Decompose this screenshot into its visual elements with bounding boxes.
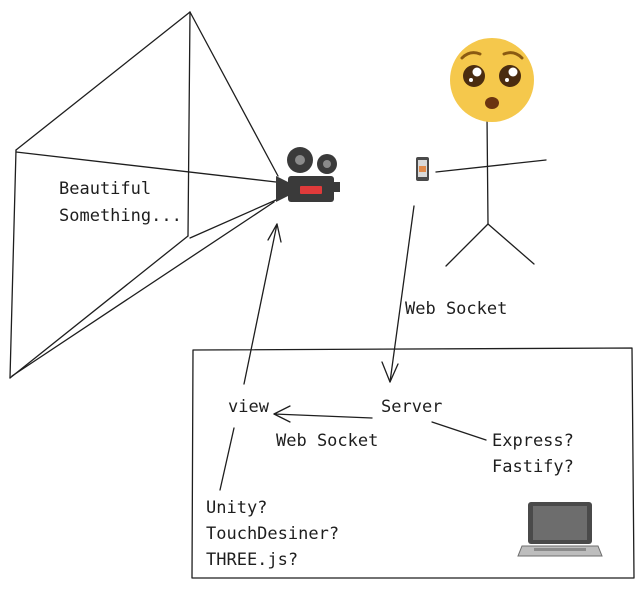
projection-volume	[9, 11, 279, 379]
workstation-frame	[191, 347, 635, 579]
stick-figure	[435, 115, 547, 267]
arrow-view-to-camera	[243, 223, 282, 385]
server-label: Server	[381, 397, 442, 417]
projection-back-edge	[187, 11, 191, 237]
server-options-line1: Express?	[492, 431, 574, 451]
view-label: view	[228, 397, 270, 417]
stick-figure-leg-left	[445, 223, 489, 267]
projection-ray-bottom-1	[11, 201, 275, 377]
server-options-line2: Fastify?	[492, 457, 574, 477]
connector-view-options	[219, 427, 235, 491]
projection-label-line1: Beautiful	[59, 179, 151, 199]
view-options-line1: Unity?	[206, 498, 267, 518]
projection-left-edge	[9, 149, 17, 379]
projection-bottom-edge	[9, 235, 189, 379]
movie-camera-icon	[276, 147, 340, 202]
view-options-line3: THREE.js?	[206, 550, 298, 570]
stick-figure-body	[486, 115, 489, 225]
arrow-server-to-view	[273, 405, 373, 423]
projection-ray-top	[189, 11, 279, 177]
stick-figure-leg-right	[487, 223, 535, 265]
websocket-top-label: Web Socket	[405, 299, 507, 319]
projection-label-line2: Something...	[59, 206, 182, 226]
projection-ray-front	[15, 151, 277, 183]
laptop-icon	[517, 502, 603, 557]
pleading-face-icon	[450, 38, 534, 122]
stick-figure-arms	[435, 159, 547, 173]
connector-server-options	[431, 421, 487, 441]
view-options-line2: TouchDesiner?	[206, 524, 339, 544]
projection-top-edge	[15, 11, 191, 151]
projection-ray-bottom-2	[189, 199, 277, 239]
mobile-phone-icon	[416, 157, 429, 181]
websocket-bottom-label: Web Socket	[276, 431, 378, 451]
arrow-phone-to-server	[381, 205, 415, 383]
